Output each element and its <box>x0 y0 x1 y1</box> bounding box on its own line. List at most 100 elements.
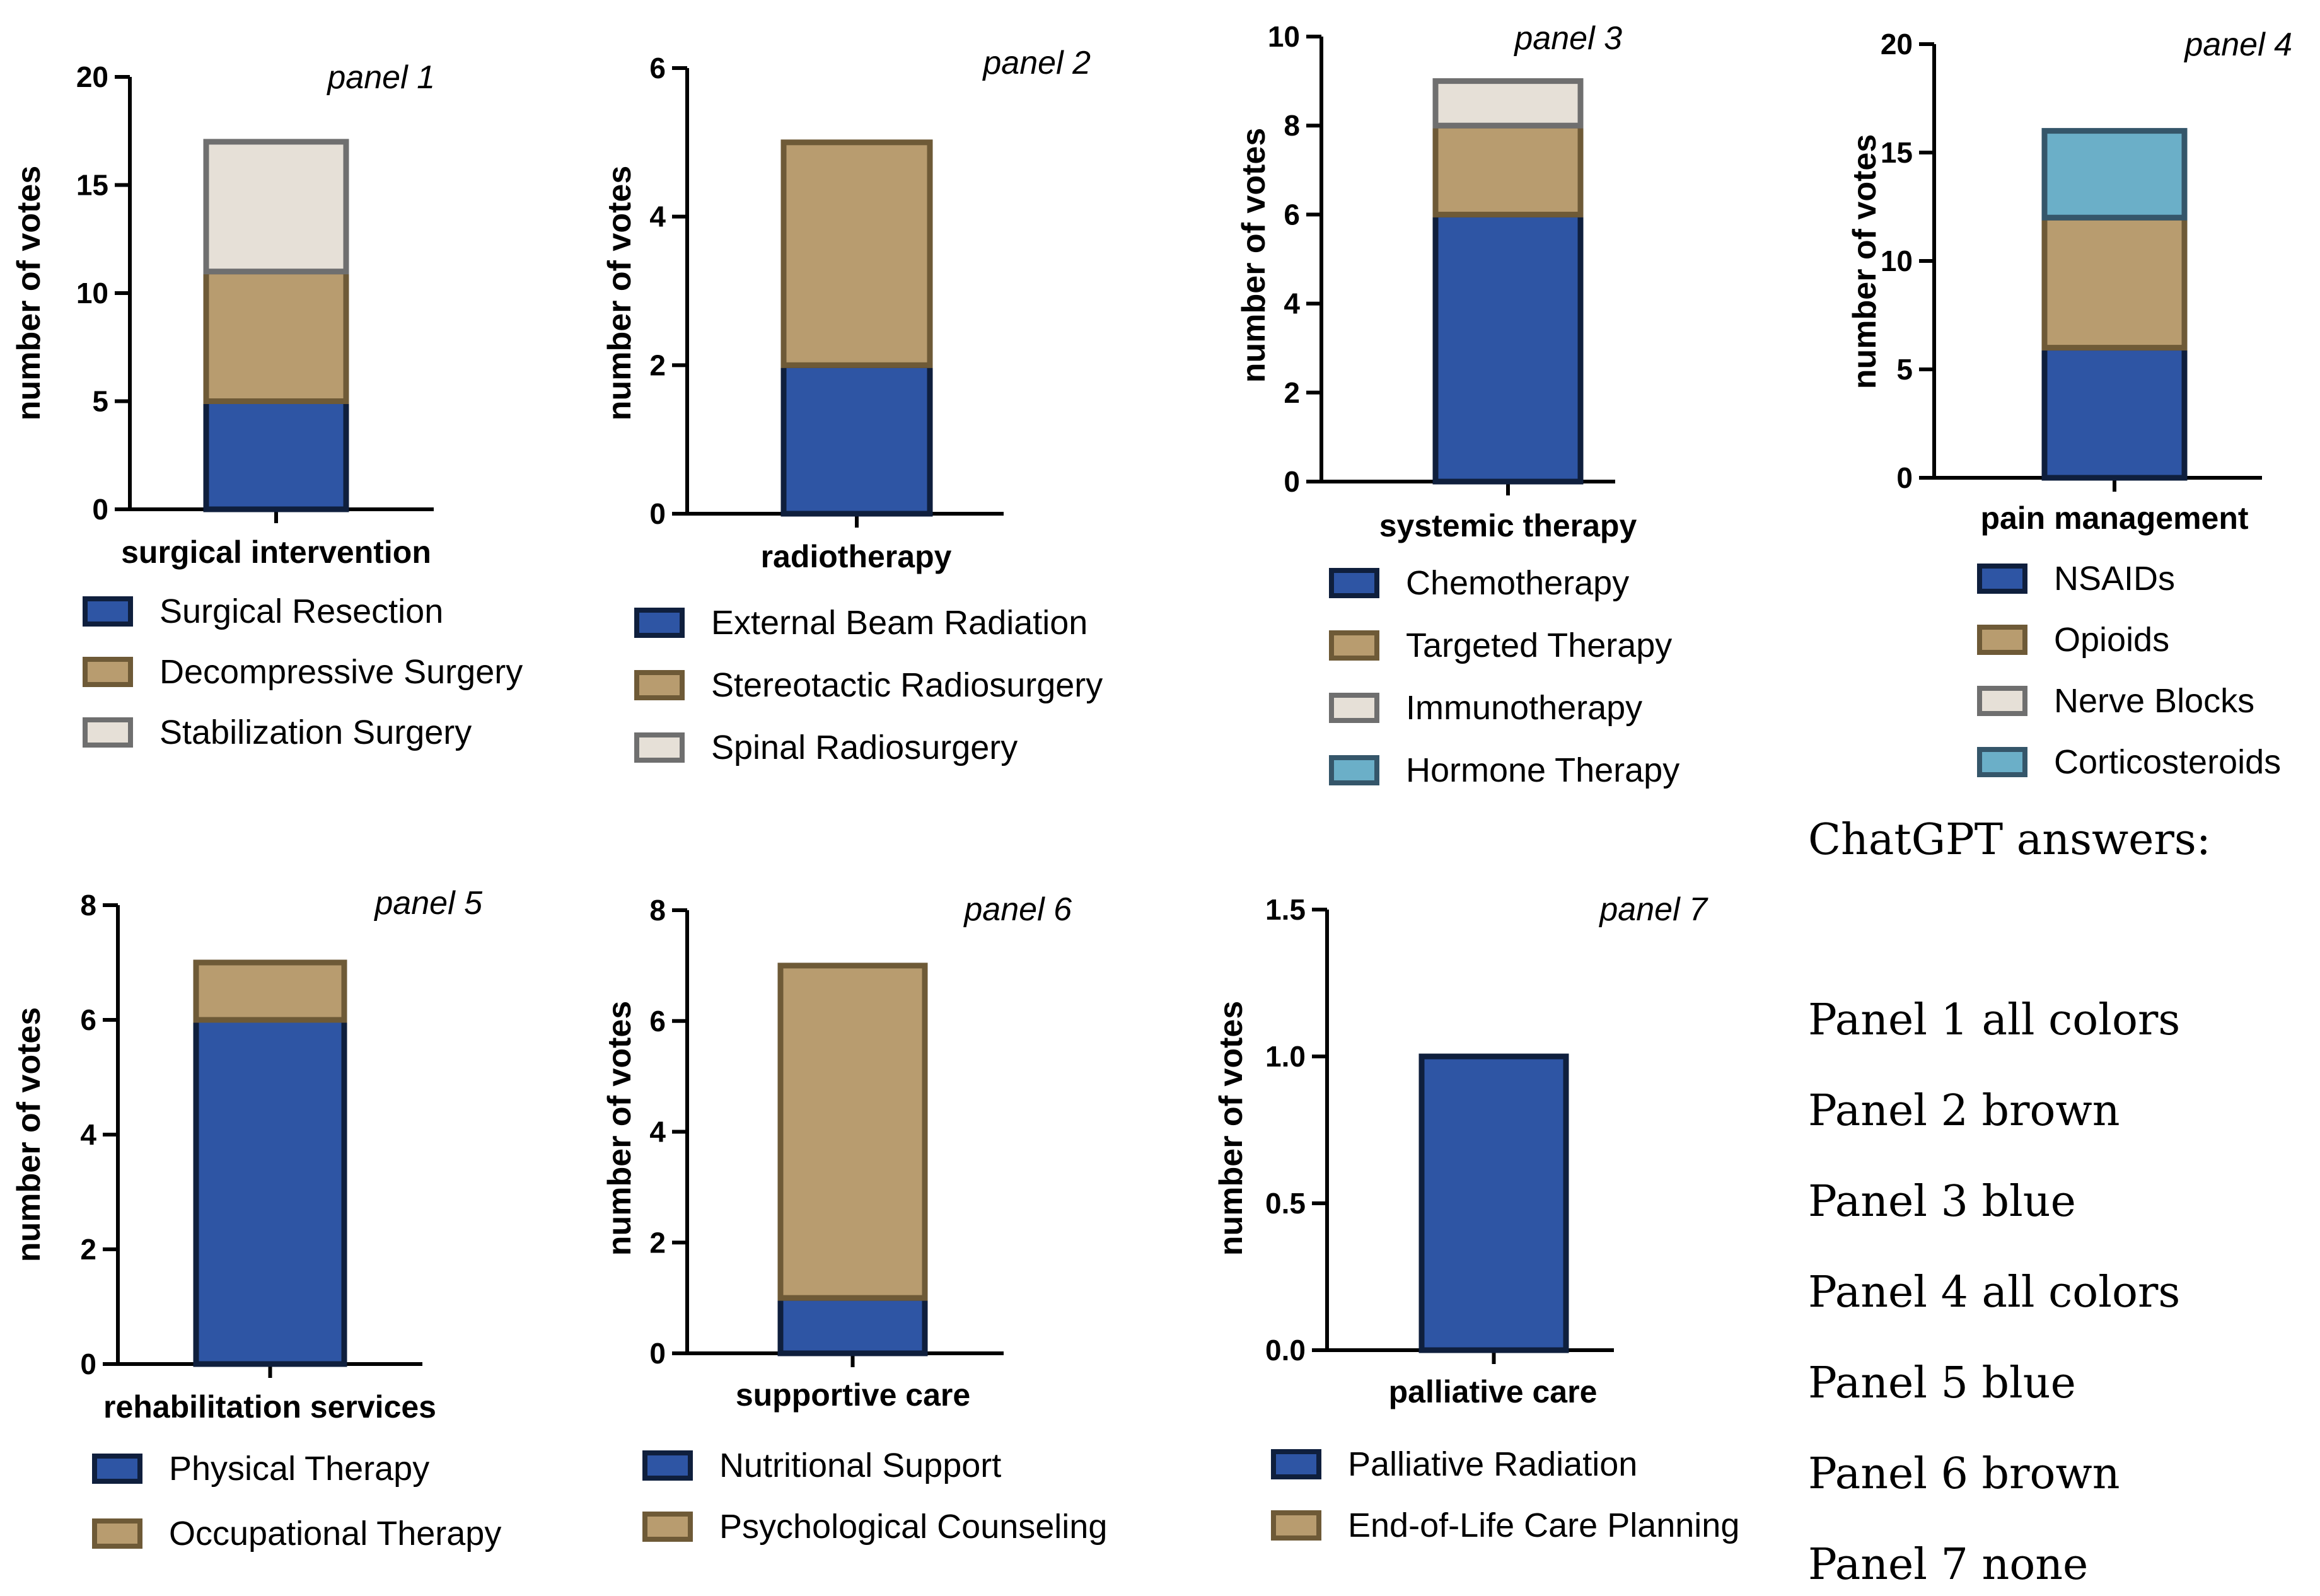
legend-label: Psychological Counseling <box>719 1508 1107 1546</box>
legend-label: Opioids <box>2054 621 2169 659</box>
legend-label: Surgical Resection <box>160 593 443 630</box>
legend-label: Nutritional Support <box>719 1447 1001 1484</box>
legend-label: Stabilization Surgery <box>160 714 472 751</box>
category-label: supportive care <box>736 1377 970 1413</box>
panel-label: panel 5 <box>373 885 483 922</box>
y-axis-label: number of votes <box>11 166 47 421</box>
legend-label: Nerve Blocks <box>2054 682 2254 720</box>
category-label: pain management <box>1980 500 2248 536</box>
y-tick-label: 2 <box>649 1226 666 1259</box>
legend-swatch <box>83 596 133 627</box>
bar-segment <box>193 1017 347 1367</box>
answer-line: Panel 5 blue <box>1808 1358 2076 1408</box>
bar-segment <box>2041 214 2188 351</box>
y-tick-label: 0 <box>1284 465 1300 498</box>
legend-swatch <box>1977 686 2027 716</box>
panel-label: panel 3 <box>1513 20 1622 57</box>
legend-label: Palliative Radiation <box>1348 1445 1637 1483</box>
y-tick-label: 6 <box>80 1003 96 1036</box>
answer-line: Panel 6 brown <box>1808 1449 2120 1499</box>
bar-segment <box>777 1295 928 1356</box>
y-tick-label: 5 <box>92 385 108 418</box>
y-tick-label: 1.5 <box>1265 893 1306 926</box>
legend-label: Hormone Therapy <box>1406 751 1679 789</box>
legend-label: End-of-Life Care Planning <box>1348 1506 1739 1544</box>
bar-segment <box>1432 122 1584 217</box>
legend-swatch <box>642 1512 693 1542</box>
y-tick-label: 10 <box>1881 245 1913 277</box>
panel-label: panel 7 <box>1598 891 1708 928</box>
panel-label: panel 2 <box>982 45 1091 81</box>
legend-swatch <box>1329 630 1379 661</box>
legend-label: Spinal Radiosurgery <box>711 729 1018 766</box>
bar-segment <box>1432 211 1584 485</box>
y-tick-label: 1.0 <box>1265 1040 1306 1073</box>
legend-swatch <box>634 670 685 700</box>
y-axis-label: number of votes <box>1236 128 1272 383</box>
bar-segment <box>2041 345 2188 481</box>
bar-segment <box>1432 78 1584 129</box>
category-label: radiotherapy <box>761 539 952 574</box>
panel-label: panel 6 <box>963 891 1072 928</box>
legend-swatch <box>1977 747 2027 777</box>
answer-line: Panel 7 none <box>1808 1540 2088 1590</box>
y-tick-label: 20 <box>1881 28 1913 61</box>
legend-label: Decompressive Surgery <box>160 653 523 691</box>
legend-swatch <box>1271 1510 1321 1541</box>
y-tick-label: 20 <box>76 61 108 93</box>
legend-swatch <box>1977 625 2027 655</box>
category-label: rehabilitation services <box>103 1389 436 1425</box>
y-axis-label: number of votes <box>11 1007 47 1263</box>
category-label: surgical intervention <box>121 535 431 570</box>
answer-line: Panel 3 blue <box>1808 1177 2076 1227</box>
bar-segment <box>203 269 349 405</box>
legend-label: Corticosteroids <box>2054 743 2281 781</box>
y-tick-label: 5 <box>1896 353 1913 386</box>
legend-swatch <box>634 732 685 763</box>
bar-segment <box>780 139 933 368</box>
legend-label: Physical Therapy <box>169 1450 429 1488</box>
y-tick-label: 4 <box>649 1116 666 1148</box>
legend-label: External Beam Radiation <box>711 604 1088 642</box>
legend-label: Targeted Therapy <box>1406 627 1672 664</box>
y-tick-label: 15 <box>1881 136 1913 169</box>
y-tick-label: 0.5 <box>1265 1187 1306 1220</box>
y-tick-label: 10 <box>1268 20 1300 53</box>
legend-swatch <box>92 1454 142 1484</box>
y-tick-label: 0 <box>649 1337 666 1370</box>
answer-line: Panel 1 all colors <box>1808 995 2180 1045</box>
y-tick-label: 8 <box>1284 109 1300 142</box>
legend-swatch <box>634 608 685 638</box>
bar-segment <box>777 963 928 1301</box>
y-tick-label: 0 <box>92 493 108 526</box>
category-label: systemic therapy <box>1379 508 1637 543</box>
y-tick-label: 4 <box>80 1118 96 1151</box>
bar-segment <box>203 398 349 512</box>
legend-swatch <box>83 717 133 748</box>
chatgpt-answers-block: ChatGPT answers: Panel 1 all colors Pane… <box>1808 815 2211 1590</box>
y-tick-label: 4 <box>1284 287 1300 320</box>
answers-heading: ChatGPT answers: <box>1808 815 2211 865</box>
y-axis-label: number of votes <box>601 166 638 421</box>
bar-segment <box>780 362 933 517</box>
y-tick-label: 4 <box>649 200 666 233</box>
bar-segment <box>203 139 349 275</box>
answer-line: Panel 4 all colors <box>1808 1268 2180 1317</box>
y-axis-label: number of votes <box>601 1001 638 1256</box>
y-axis-label: number of votes <box>1213 1001 1250 1256</box>
y-tick-label: 0 <box>80 1348 96 1380</box>
panel-label: panel 4 <box>2183 26 2292 63</box>
legend-swatch <box>642 1450 693 1481</box>
y-tick-label: 6 <box>649 52 666 84</box>
legend-swatch <box>92 1518 142 1549</box>
y-tick-label: 6 <box>649 1005 666 1038</box>
legend-swatch <box>1329 755 1379 785</box>
legend-swatch <box>1329 693 1379 723</box>
